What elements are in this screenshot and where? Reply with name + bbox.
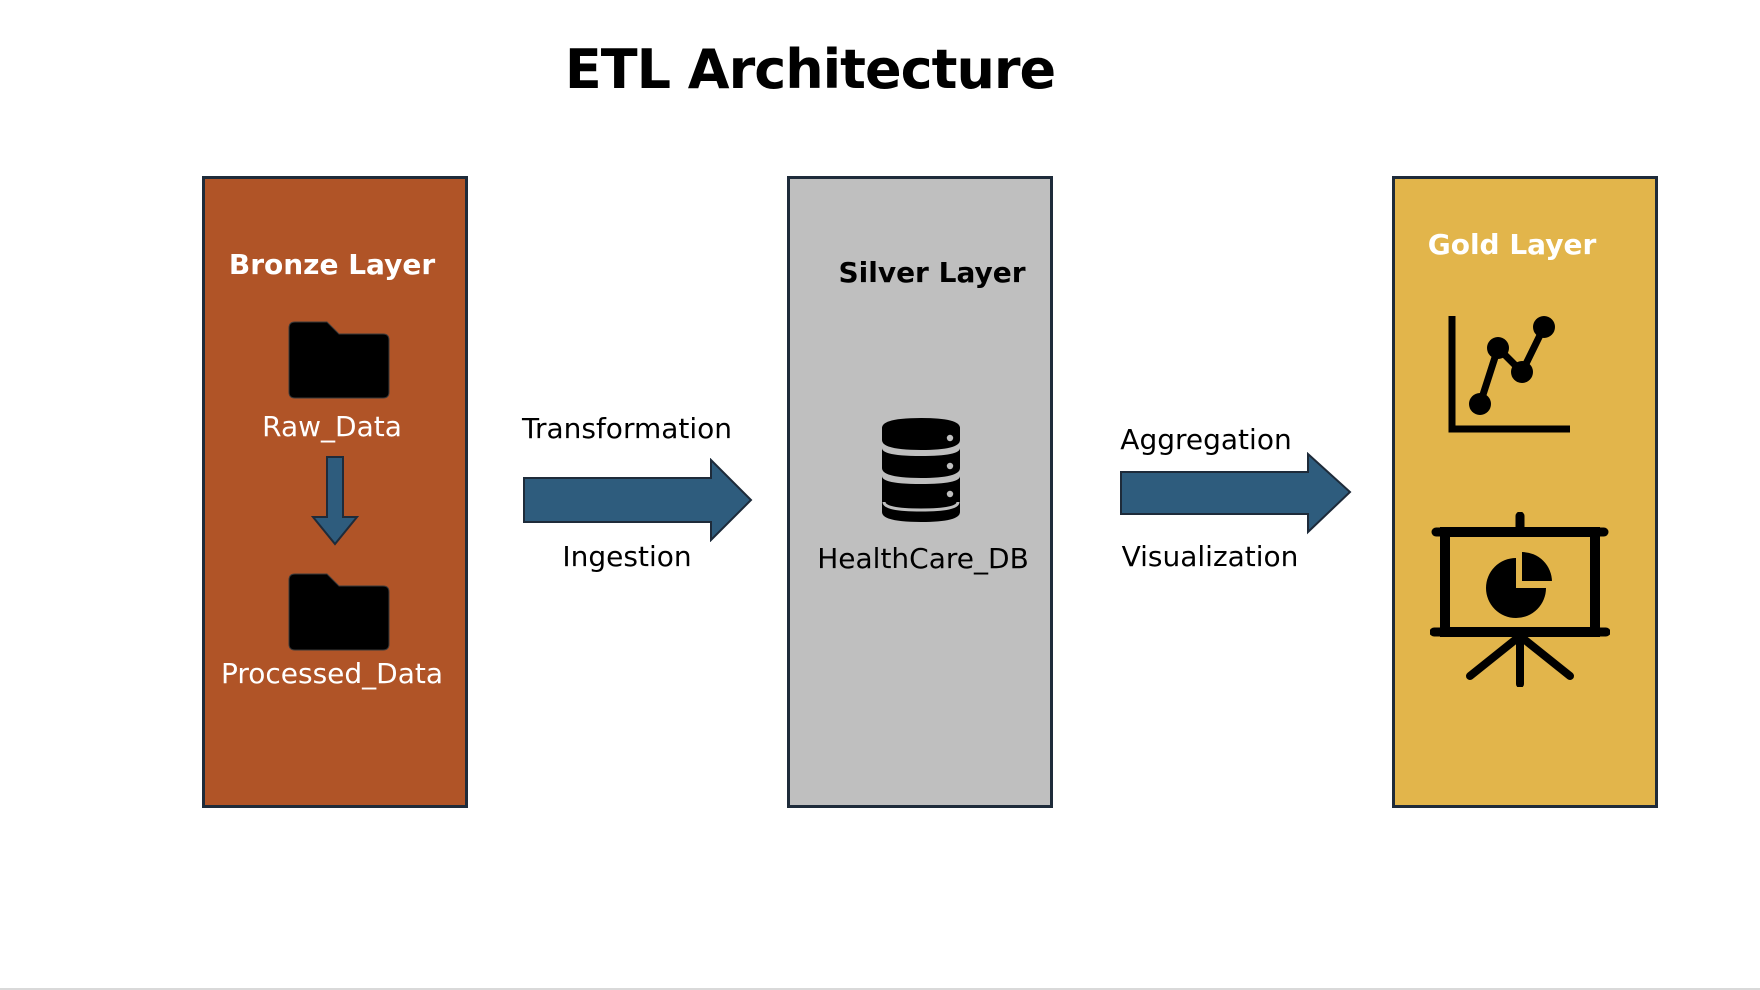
silver-layer-title: Silver Layer (838, 256, 1026, 289)
bronze-layer-title: Bronze Layer (228, 248, 436, 281)
visualization-label: Visualization (1121, 540, 1299, 573)
line-chart-icon (1448, 316, 1570, 433)
right-arrow-icon (1120, 452, 1352, 535)
gold-layer-title: Gold Layer (1427, 228, 1597, 261)
presentation-pie-chart-icon (1430, 512, 1610, 687)
aggregation-label: Aggregation (1120, 423, 1292, 456)
transformation-label: Transformation (521, 412, 733, 445)
down-arrow-icon (310, 456, 360, 546)
ingestion-label: Ingestion (562, 540, 692, 573)
raw-data-label: Raw_Data (262, 410, 402, 443)
healthcare-db-label: HealthCare_DB (817, 542, 1029, 575)
folder-icon (288, 321, 390, 399)
footer-divider (0, 988, 1760, 990)
page-title: ETL Architecture (564, 38, 1056, 101)
processed-data-label: Processed_Data (220, 657, 444, 690)
database-icon (882, 418, 960, 522)
gold-layer-panel (1392, 176, 1658, 808)
right-arrow-icon (523, 458, 753, 542)
folder-icon (288, 573, 390, 651)
